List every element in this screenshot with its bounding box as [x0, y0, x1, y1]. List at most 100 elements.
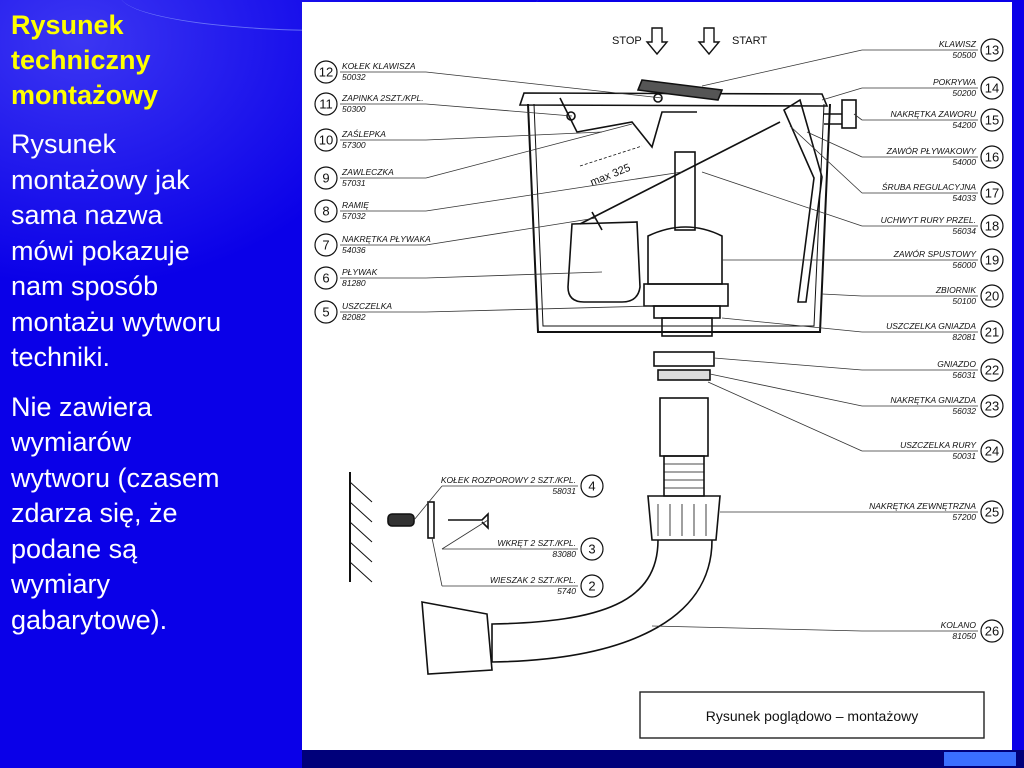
leader-line-7 — [425, 217, 597, 246]
callout-circle — [580, 537, 604, 561]
callout-circle — [980, 108, 1004, 132]
callout-circle — [980, 181, 1004, 205]
callout-circle — [980, 214, 1004, 238]
part-code: 58031 — [552, 486, 576, 496]
leader-line-16 — [806, 131, 863, 158]
part-name: USZCZELKA RURY — [900, 440, 977, 450]
elbow-pipe — [491, 539, 713, 663]
part-code: 57300 — [342, 140, 366, 150]
leader-line-18 — [701, 171, 863, 227]
hanger — [427, 501, 435, 539]
elbow-cuff — [421, 601, 493, 675]
leader-line-26 — [651, 625, 863, 632]
callout-circle — [314, 300, 338, 324]
leader-line-4 — [413, 485, 443, 521]
float-nut — [591, 211, 603, 231]
leader-line-13 — [701, 49, 863, 87]
float — [567, 221, 641, 303]
part-code: 50100 — [952, 296, 976, 306]
leader-line-6 — [425, 271, 603, 279]
part-name: POKRYWA — [933, 77, 976, 87]
part-name: ZAWÓR PŁYWAKOWY — [886, 146, 978, 156]
callout-number: 19 — [985, 253, 999, 268]
max-dimension-line — [579, 145, 643, 167]
callout-number: 7 — [322, 238, 329, 253]
part-code: 81280 — [342, 278, 366, 288]
callout-number: 2 — [588, 579, 595, 594]
callout-circle — [580, 574, 604, 598]
callout-number: 5 — [322, 305, 329, 320]
flush-valve-seal — [653, 305, 721, 319]
part-code: 56032 — [952, 406, 976, 416]
leader-line-2 — [431, 537, 443, 587]
text-panel: Rysunek techniczny montażowy Rysunek mon… — [11, 8, 296, 652]
callout-circle — [980, 394, 1004, 418]
callout-number: 26 — [985, 624, 999, 639]
callout-circle — [980, 284, 1004, 308]
leader-line-9 — [425, 123, 633, 179]
part-code: 50200 — [952, 88, 976, 98]
wall-hatch — [349, 481, 373, 583]
callout-circle — [314, 128, 338, 152]
tank-drawing — [349, 27, 857, 675]
tank-inner-wall — [533, 103, 825, 327]
stop-label: STOP — [612, 35, 642, 47]
part-code: 5740 — [557, 586, 576, 596]
part-name: RAMIĘ — [342, 200, 369, 210]
slide-title: Rysunek techniczny montażowy — [11, 10, 159, 110]
key-button — [636, 79, 724, 101]
overflow-tube — [674, 151, 696, 231]
part-name: NAKRĘTKA ZAWORU — [891, 109, 977, 119]
callout-number: 22 — [985, 363, 999, 378]
part-code: 54200 — [952, 120, 976, 130]
part-code: 82082 — [342, 312, 366, 322]
leader-line-11 — [425, 103, 573, 117]
float-arm — [579, 121, 781, 225]
start-label: START — [732, 35, 767, 47]
callout-number: 20 — [985, 289, 999, 304]
leader-line-21 — [721, 317, 863, 333]
part-name: KOLANO — [941, 620, 977, 630]
flush-valve-base — [643, 283, 729, 307]
part-code: 56031 — [952, 370, 976, 380]
part-name: KLAWISZ — [939, 39, 977, 49]
valve-connector — [824, 113, 842, 125]
leader-line-23 — [709, 373, 863, 407]
part-code: 56034 — [952, 226, 976, 236]
part-code: 50031 — [952, 451, 976, 461]
callout-number: 23 — [985, 399, 999, 414]
caption-box — [639, 691, 985, 739]
pipe-ribbed — [663, 455, 705, 497]
seat-nut — [653, 351, 715, 367]
callout-circle — [980, 145, 1004, 169]
callout-circle — [314, 266, 338, 290]
bottom-accent — [944, 752, 1016, 766]
max-length-label: max 325 — [589, 162, 633, 189]
callout-circle — [980, 248, 1004, 272]
callout-circle — [314, 92, 338, 116]
lever-arm — [559, 97, 697, 149]
part-name: ZAPINKA 2szt./kpl. — [341, 93, 424, 103]
callout-number: 12 — [319, 65, 333, 80]
part-name: USZCZELKA GNIAZDA — [886, 321, 976, 331]
leader-line-24 — [707, 381, 863, 452]
callout-circle — [980, 439, 1004, 463]
callout-circle — [980, 358, 1004, 382]
leader-line-5 — [425, 305, 653, 313]
